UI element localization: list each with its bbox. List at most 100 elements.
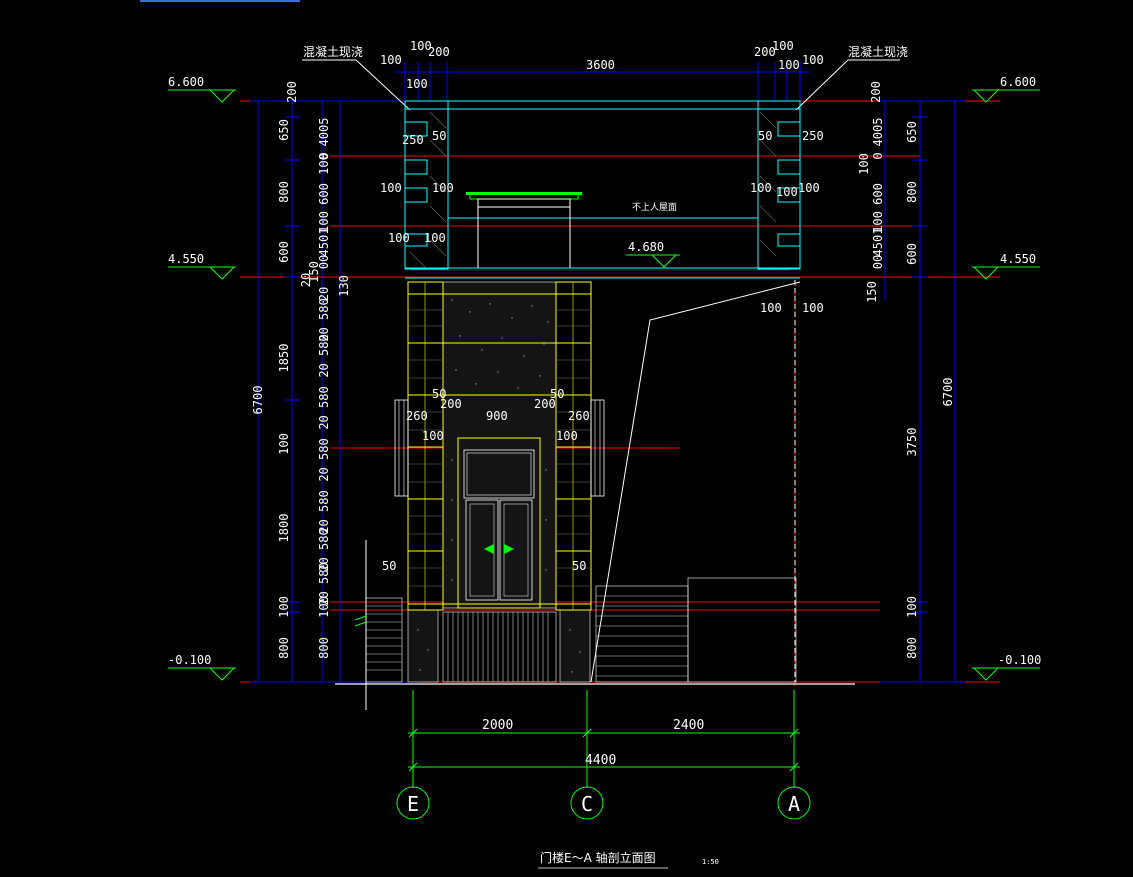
dim-right-600: 600 — [905, 243, 919, 265]
dim-li-00: 00 — [317, 255, 331, 269]
dim-li-100a: 100 — [317, 153, 331, 175]
wall-r100c: 100 — [798, 181, 820, 195]
level-top-left: 6.600 — [168, 75, 204, 89]
level-mid-right: 4.550 — [1000, 252, 1036, 266]
dim-ri-00: 00 — [871, 255, 885, 269]
door-100b: 100 — [556, 429, 578, 443]
entrance-door — [457, 437, 541, 609]
wall-r100d: 100 — [760, 301, 782, 315]
dim-ri-150: 150 — [865, 281, 879, 303]
dim-right-200: 200 — [869, 81, 883, 103]
dim-left-100: 100 — [277, 433, 291, 455]
wall-r100a: 100 — [750, 181, 772, 195]
wall-l100b: 100 — [432, 181, 454, 195]
door-50a: 50 — [432, 387, 446, 401]
dim-li-20b: 20 — [317, 287, 331, 301]
dim-bottom-4400: 4400 — [585, 753, 616, 768]
level-top-right: 6.600 — [1000, 75, 1036, 89]
right-outer-dim-text: 6700 200 650 800 600 3750 100 800 — [869, 81, 955, 659]
dim-ri-4501: 4501 — [871, 228, 885, 257]
drawing-scale: 1:50 — [702, 858, 719, 866]
dim-top-200b: 200 — [754, 45, 776, 59]
right-outer-dimensions — [880, 100, 965, 683]
concrete-leaders — [302, 59, 900, 111]
door-50c: 50 — [382, 559, 396, 573]
dim-right-3750: 3750 — [905, 428, 919, 457]
left-outer-dim-text: 6700 200 650 800 600 1850 100 1800 100 8… — [251, 81, 299, 659]
door-dim-text: 50 50 200 200 260 900 260 100 100 50 50 — [382, 387, 590, 573]
dim-top-100f: 100 — [802, 53, 824, 67]
dim-top-200a: 200 — [428, 45, 450, 59]
dim-li-100c: 100 — [317, 596, 331, 618]
level-mid-left: 4.550 — [168, 252, 204, 266]
dim-top-100c: 100 — [406, 77, 428, 91]
level-markers — [168, 89, 1040, 681]
dim-li-600: 600 — [317, 183, 331, 205]
level-bot-right: -0.100 — [998, 653, 1041, 667]
slope-lines — [335, 280, 855, 710]
wall-l50: 50 — [432, 129, 446, 143]
dim-right-800b: 800 — [905, 637, 919, 659]
left-inner-dim-text: 4005 0 100 600 100 4501 00 150 20 20 130… — [299, 118, 351, 659]
dim-li-150: 150 — [307, 261, 321, 283]
label-roof-note: 不上人屋面 — [632, 202, 677, 213]
base-grille — [442, 611, 557, 683]
gate-tower — [394, 281, 605, 683]
dim-left-100b: 100 — [277, 596, 291, 618]
top-dim-text: 100 100 200 100 3600 200 100 100 100 — [380, 39, 824, 91]
dim-ri-100a: 100 — [857, 153, 871, 175]
bottom-dim-text: 2000 2400 4400 — [482, 718, 704, 768]
dim-top-100e: 100 — [778, 58, 800, 72]
dim-li-800: 800 — [317, 637, 331, 659]
wall-hatch — [409, 111, 790, 271]
dim-li-r7: 20 580 — [317, 562, 331, 605]
dim-ri-0: 0 — [871, 152, 885, 159]
door-260a: 260 — [406, 409, 428, 423]
dim-bottom-2400: 2400 — [673, 718, 704, 733]
label-concrete-left: 混凝土现浇 — [303, 44, 363, 59]
level-bot-left: -0.100 — [168, 653, 211, 667]
side-fences — [365, 577, 797, 683]
dim-li-r4: 20 580 — [317, 438, 331, 481]
door-200a: 200 — [440, 397, 462, 411]
dim-left-800b: 800 — [277, 637, 291, 659]
axis-a: A — [788, 792, 800, 816]
bottom-dimensions — [408, 690, 800, 788]
roof-vent — [466, 192, 582, 268]
right-inner-dim-text: 4005 0 100 600 100 4501 00 150 — [857, 118, 885, 303]
grid-axis-labels: E C A — [407, 792, 800, 816]
dim-ri-4005: 4005 — [871, 118, 885, 147]
dim-li-4501: 4501 — [317, 228, 331, 257]
dim-right-650: 650 — [905, 121, 919, 143]
dim-li-r3: 20 580 — [317, 386, 331, 429]
door-100a: 100 — [422, 429, 444, 443]
level-lines — [240, 100, 1000, 690]
dim-right-800a: 800 — [905, 181, 919, 203]
axis-c: C — [581, 792, 593, 816]
door-900: 900 — [486, 409, 508, 423]
dim-ri-100b: 100 — [871, 211, 885, 233]
dim-top-3600: 3600 — [586, 58, 615, 72]
wall-r50: 50 — [758, 129, 772, 143]
dim-li-130: 130 — [337, 275, 351, 297]
dim-left-1800: 1800 — [277, 514, 291, 543]
wall-r100e: 100 — [802, 301, 824, 315]
wall-l100c: 100 — [388, 231, 410, 245]
level-marker-text: 6.600 6.600 4.550 4.550 -0.100 -0.100 4.… — [168, 75, 1041, 667]
wall-l250: 250 — [402, 133, 424, 147]
door-50b: 50 — [550, 387, 564, 401]
wall-r100b: 100 — [776, 185, 798, 199]
dim-li-20a: 20 — [299, 273, 313, 287]
top-dimensions — [395, 62, 810, 100]
dim-right-100: 100 — [905, 596, 919, 618]
dim-li-r1: 20 580 — [317, 298, 331, 341]
dim-li-100b: 100 — [317, 211, 331, 233]
dim-li-r5: 20 580 — [317, 490, 331, 533]
dim-left-800a: 800 — [277, 181, 291, 203]
dim-li-0: 0 — [317, 152, 331, 159]
roof-structure — [404, 100, 801, 279]
dim-ri-600: 600 — [871, 183, 885, 205]
door-200b: 200 — [534, 397, 556, 411]
window-top-bar — [140, 0, 300, 2]
